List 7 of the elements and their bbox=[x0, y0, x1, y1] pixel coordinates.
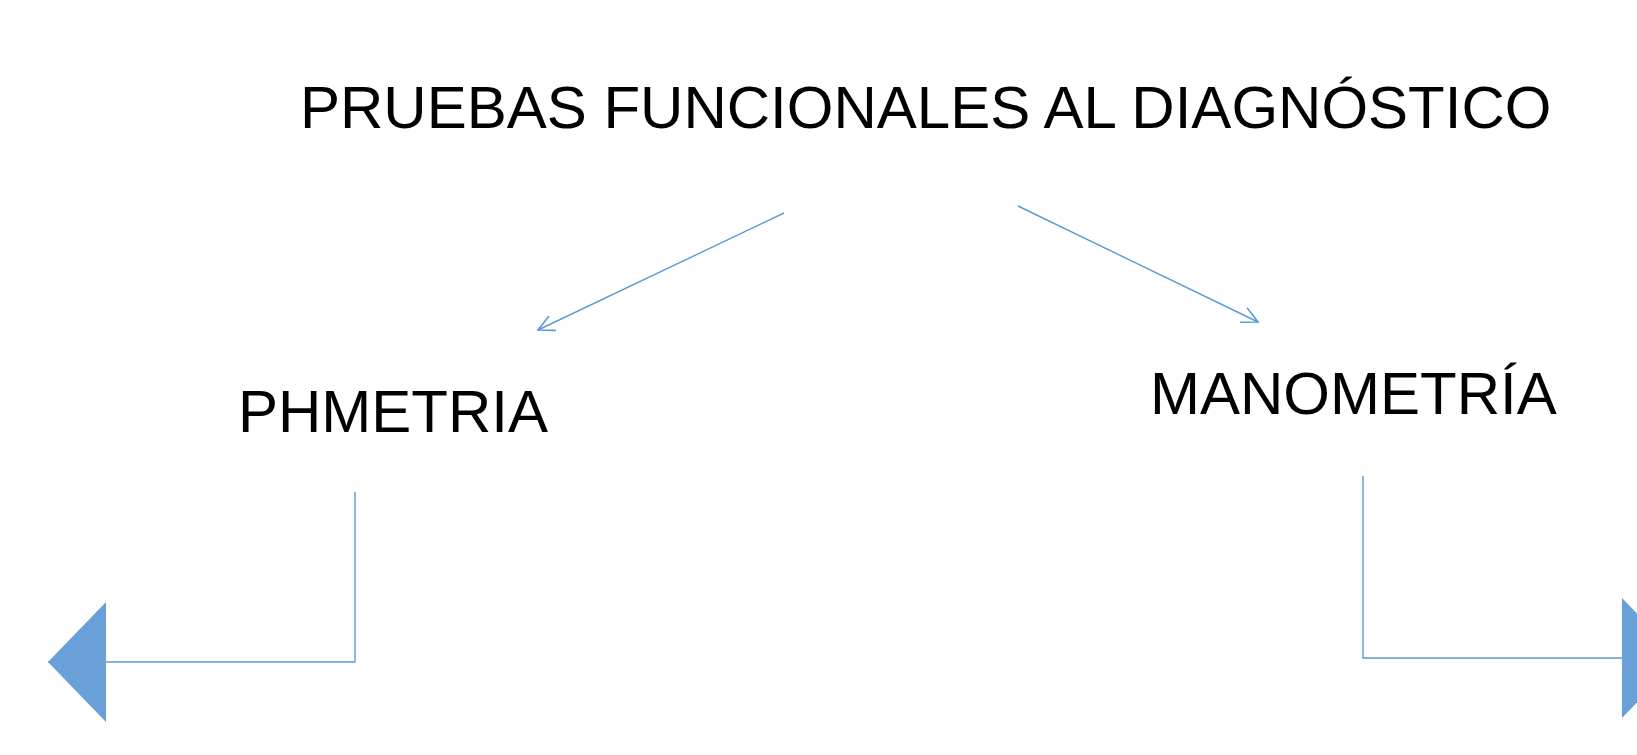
arrow bbox=[47, 491, 356, 722]
arrow bbox=[1017, 205, 1259, 324]
arrow bbox=[537, 212, 785, 332]
node-label: PHMETRIA bbox=[238, 382, 549, 442]
node-label: MANOMETRÍA bbox=[1150, 364, 1557, 424]
arrow bbox=[1362, 475, 1637, 718]
title-text: PRUEBAS FUNCIONALES AL DIAGNÓSTICO bbox=[300, 78, 1552, 138]
